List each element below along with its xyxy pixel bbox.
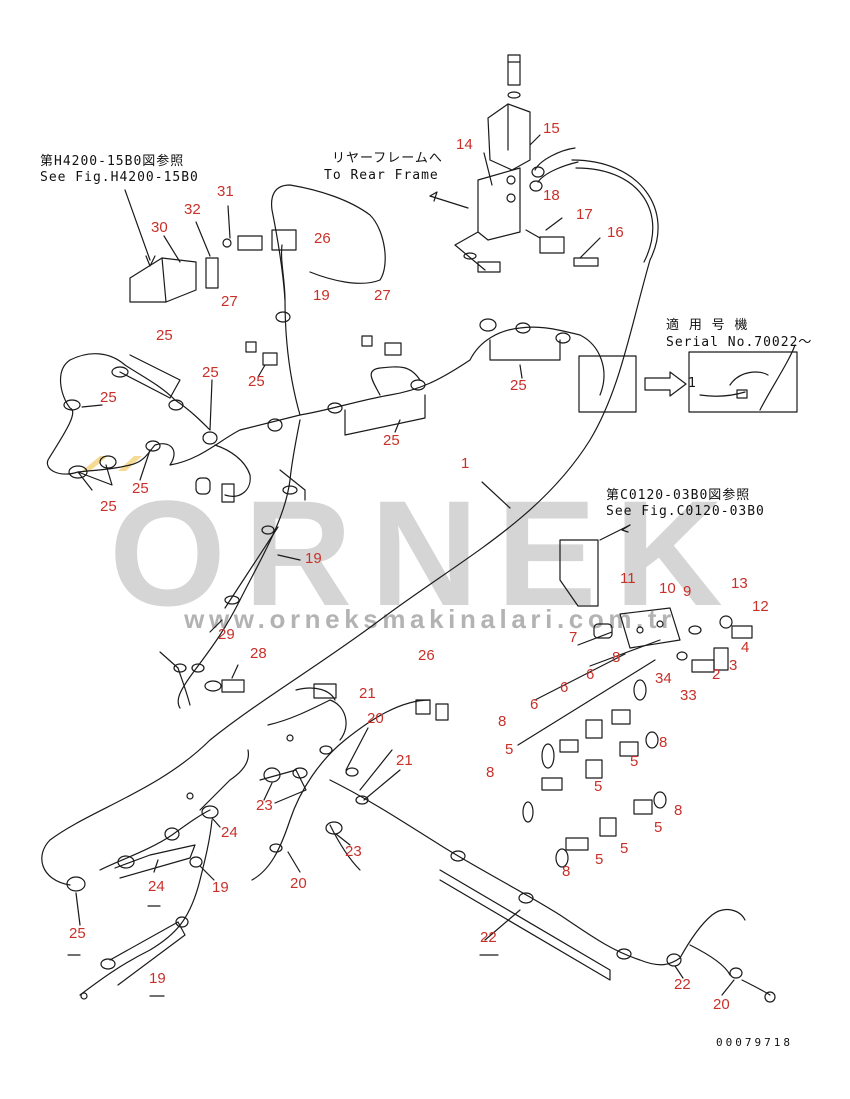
part-label: 25 [100,389,117,406]
part-label: 30 [151,219,168,236]
part-label: 22 [480,929,497,946]
lower-harness [66,683,776,1003]
drawing-code: 00079718 [716,1036,793,1049]
part-label: 32 [184,201,201,218]
part-label: 8 [612,649,621,666]
part-label: 25 [100,498,117,515]
part-label: 20 [367,710,384,727]
upper-harness [46,326,605,475]
part-label: 7 [569,629,578,646]
part-label: 1 [461,455,470,472]
part-label: 8 [498,713,507,730]
part-label: 5 [654,819,663,836]
part-label: 23 [256,797,273,814]
part-label: 3 [729,657,738,674]
part-label: 9 [683,583,692,600]
ref-h4200-en: See Fig.H4200-15B0 [40,170,199,185]
part-label: 10 [659,580,676,597]
part-label: 25 [132,480,149,497]
part-label: 27 [374,287,391,304]
leader-lines [77,339,561,633]
part-label: 6 [586,666,595,683]
part-label: 25 [510,377,527,394]
part-label: 8 [486,764,495,781]
part-label: 20 [713,996,730,1013]
part-label: 4 [741,639,750,656]
part-label: 19 [313,287,330,304]
ref-h4200-jp: 第H4200-15B0図参照 [40,154,185,169]
part-label: 14 [456,136,473,153]
main-harness-1b [575,167,654,263]
watermark-url: www.orneksmakinalari.com.tr [184,604,676,634]
part-label: 25 [156,327,173,344]
part-label: 2 [712,666,721,683]
part-label: 15 [543,120,560,137]
part-label: 21 [359,685,376,702]
clamps-upper [63,229,571,673]
part-label: 23 [345,843,362,860]
part-label: 31 [217,183,234,200]
part-label: 6 [530,696,539,713]
part-label: 28 [250,645,267,662]
part-label: 16 [607,224,624,241]
serial-detail [578,344,798,413]
part-label: 5 [595,851,604,868]
part-label: 5 [630,753,639,770]
part-label: 26 [314,230,331,247]
part-label: 8 [659,734,668,751]
serial-jp: 適 用 号 機 [666,318,749,333]
part-label: 5 [505,741,514,758]
part-label: 25 [248,373,265,390]
part-label: 13 [731,575,748,592]
watermark-brand: ORNEK [109,469,741,637]
part-label: 29 [218,626,235,643]
part-label: 33 [680,687,697,704]
bolt-28-29 [159,651,245,706]
part-label: 19 [149,970,166,987]
ref-c0120-en: See Fig.C0120-03B0 [606,504,765,519]
part-label: 5 [620,840,629,857]
part-label: 11 [620,570,636,587]
part-label: 26 [418,647,435,664]
part-label: 17 [576,206,593,223]
part-label: 12 [752,598,769,615]
part-label: 19 [305,550,322,567]
bracket-30 [124,189,263,303]
part-label: 8 [674,802,683,819]
part-label: 25 [383,432,400,449]
part-label: 34 [655,670,672,687]
part-label: 20 [290,875,307,892]
part-label: 6 [560,679,569,696]
highlight-marks [82,456,142,471]
part-label: 25 [202,364,219,381]
part-label: 22 [674,976,691,993]
part-label: 27 [221,293,238,310]
right-plate-assembly [517,524,753,868]
ref-c0120-jp: 第C0120-03B0図参照 [606,488,751,503]
detail-callout: 1 [688,376,697,391]
main-harness-1 [41,159,659,886]
part-label: 19 [212,879,229,896]
part-label: 5 [594,778,603,795]
rear-frame-jp: リヤーフレームへ [332,151,443,166]
top-bracket-assembly [429,54,601,273]
part-label: 24 [221,824,238,841]
part-label: 24 [148,878,165,895]
part-label: 25 [69,925,86,942]
rear-frame-en: To Rear Frame [324,168,439,183]
part-label: 18 [543,187,560,204]
part-label: 21 [396,752,413,769]
serial-en: Serial No.70022～ [666,335,813,350]
part-label: 8 [562,863,571,880]
